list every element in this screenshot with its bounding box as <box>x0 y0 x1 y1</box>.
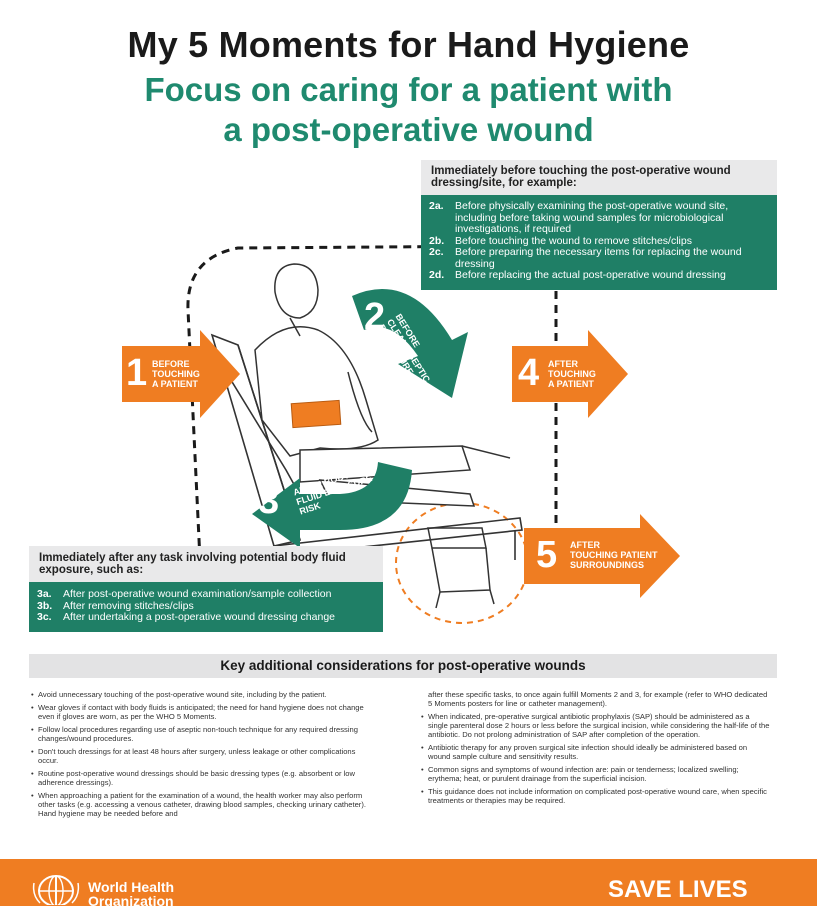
considerations-title: Key additional considerations for post-o… <box>29 654 777 678</box>
item-text: Before preparing the necessary items for… <box>455 246 742 270</box>
item-text: Before physically examining the post-ope… <box>455 200 729 235</box>
moment-2-arrow <box>352 288 468 398</box>
item-text: After undertaking a post-operative wound… <box>63 611 336 623</box>
moment-3-arrow <box>252 462 412 548</box>
list-item: This guidance does not include informati… <box>421 787 770 805</box>
moment-1-number: 1 <box>126 352 148 394</box>
considerations-left-column: Avoid unnecessary touching of the post-o… <box>30 690 375 822</box>
moment-4-label-line3: A PATIENT <box>548 379 594 389</box>
item-text: Before touching the wound to remove stit… <box>455 234 692 247</box>
moment-2-heading: Immediately before touching the post-ope… <box>421 160 777 195</box>
item-number: 2c. <box>429 246 444 258</box>
moment-5-number: 5 <box>536 534 558 576</box>
list-item: Antibiotic therapy for any proven surgic… <box>421 743 770 761</box>
who-name-line1: World Health <box>88 879 175 895</box>
moment-4-label-line2: TOUCHING <box>548 369 596 379</box>
list-item: When approaching a patient for the exami… <box>31 791 375 818</box>
item-number: 2d. <box>429 269 445 281</box>
list-item: 2b. Before touching the wound to remove s… <box>429 234 769 248</box>
moment-1-label-line2: TOUCHING <box>152 369 200 379</box>
moment-1-arrow <box>122 330 240 418</box>
moment-2-list: 2a. Before physically examining the post-… <box>421 195 777 290</box>
list-item: When indicated, pre-operative surgical a… <box>421 712 770 739</box>
moment-5-label-line3: SURROUNDINGS <box>570 560 645 570</box>
moment-1-label-line3: A PATIENT <box>152 379 198 389</box>
list-item: 3c. After undertaking a post-operative wo… <box>37 611 375 624</box>
moment-5-label: AFTER TOUCHING PATIENT SURROUNDINGS <box>570 540 658 570</box>
moment-4-label-line1: AFTER <box>548 359 578 369</box>
list-item: 2c. Before preparing the necessary items … <box>429 246 769 270</box>
moment-3-info-box: Immediately after any task involving pot… <box>29 546 383 632</box>
moment-4-label: AFTER TOUCHING A PATIENT <box>548 359 596 389</box>
moment-4-number: 4 <box>518 352 540 394</box>
moment-4-arrow <box>512 330 628 418</box>
moment-1-label-line1: BEFORE <box>152 359 190 369</box>
continuation-text: after these specific tasks, to once agai… <box>428 690 768 708</box>
list-item: Avoid unnecessary touching of the post-o… <box>31 690 375 699</box>
moment-2-info-box: Immediately before touching the post-ope… <box>421 160 777 290</box>
list-item: 3a. After post-operative wound examinatio… <box>37 588 375 601</box>
list-item: Follow local procedures regarding use of… <box>31 725 375 743</box>
save-lives-slogan: SAVE LIVES <box>608 876 748 903</box>
who-emblem-icon <box>32 875 80 905</box>
list-item: 3b. After removing stitches/clips <box>37 599 375 613</box>
considerations-right-column: after these specific tasks, to once agai… <box>420 690 770 809</box>
moment-2-number: 2 <box>364 296 386 338</box>
moment-5-label-line1: AFTER <box>570 540 600 550</box>
list-item: Don't touch dressings for at least 48 ho… <box>31 747 375 765</box>
moment-3-number: 3 <box>258 480 280 522</box>
who-name-line2: Organization <box>88 893 174 909</box>
moment-1-label: BEFORE TOUCHING A PATIENT <box>152 359 200 389</box>
list-item: 2a. Before physically examining the post-… <box>429 200 769 236</box>
page-subtitle: Focus on caring for a patient with a pos… <box>0 70 817 150</box>
item-number: 3c. <box>37 611 52 623</box>
moment-3-heading: Immediately after any task involving pot… <box>29 546 383 582</box>
item-number: 2a. <box>429 200 444 212</box>
list-item: 2d. Before replacing the actual post-oper… <box>429 269 769 282</box>
item-text: Before replacing the actual post-operati… <box>455 269 726 281</box>
wound-dressing <box>290 399 342 429</box>
list-item: Routine post-operative wound dressings s… <box>31 769 375 787</box>
list-item: Common signs and symptoms of wound infec… <box>421 765 770 783</box>
list-item: Wear gloves if contact with body fluids … <box>31 703 375 721</box>
footer-bar <box>0 859 817 906</box>
page-title: My 5 Moments for Hand Hygiene <box>127 24 690 65</box>
who-name: World Health Organization <box>88 880 174 908</box>
item-number: 3b. <box>37 599 53 612</box>
moment-5-label-line2: TOUCHING PATIENT <box>570 550 658 560</box>
subtitle-line-2: a post-operative wound <box>223 111 594 148</box>
moment-5-arrow <box>524 514 680 598</box>
moment-3-list: 3a. After post-operative wound examinatio… <box>29 582 383 632</box>
item-text: After post-operative wound examination/s… <box>63 588 332 600</box>
item-text: After removing stitches/clips <box>63 599 194 612</box>
item-number: 3a. <box>37 588 52 600</box>
patient-surroundings-zone <box>395 502 529 624</box>
side-table-drawing <box>427 527 495 609</box>
subtitle-line-1: Focus on caring for a patient with <box>144 71 673 108</box>
item-number: 2b. <box>429 234 445 247</box>
